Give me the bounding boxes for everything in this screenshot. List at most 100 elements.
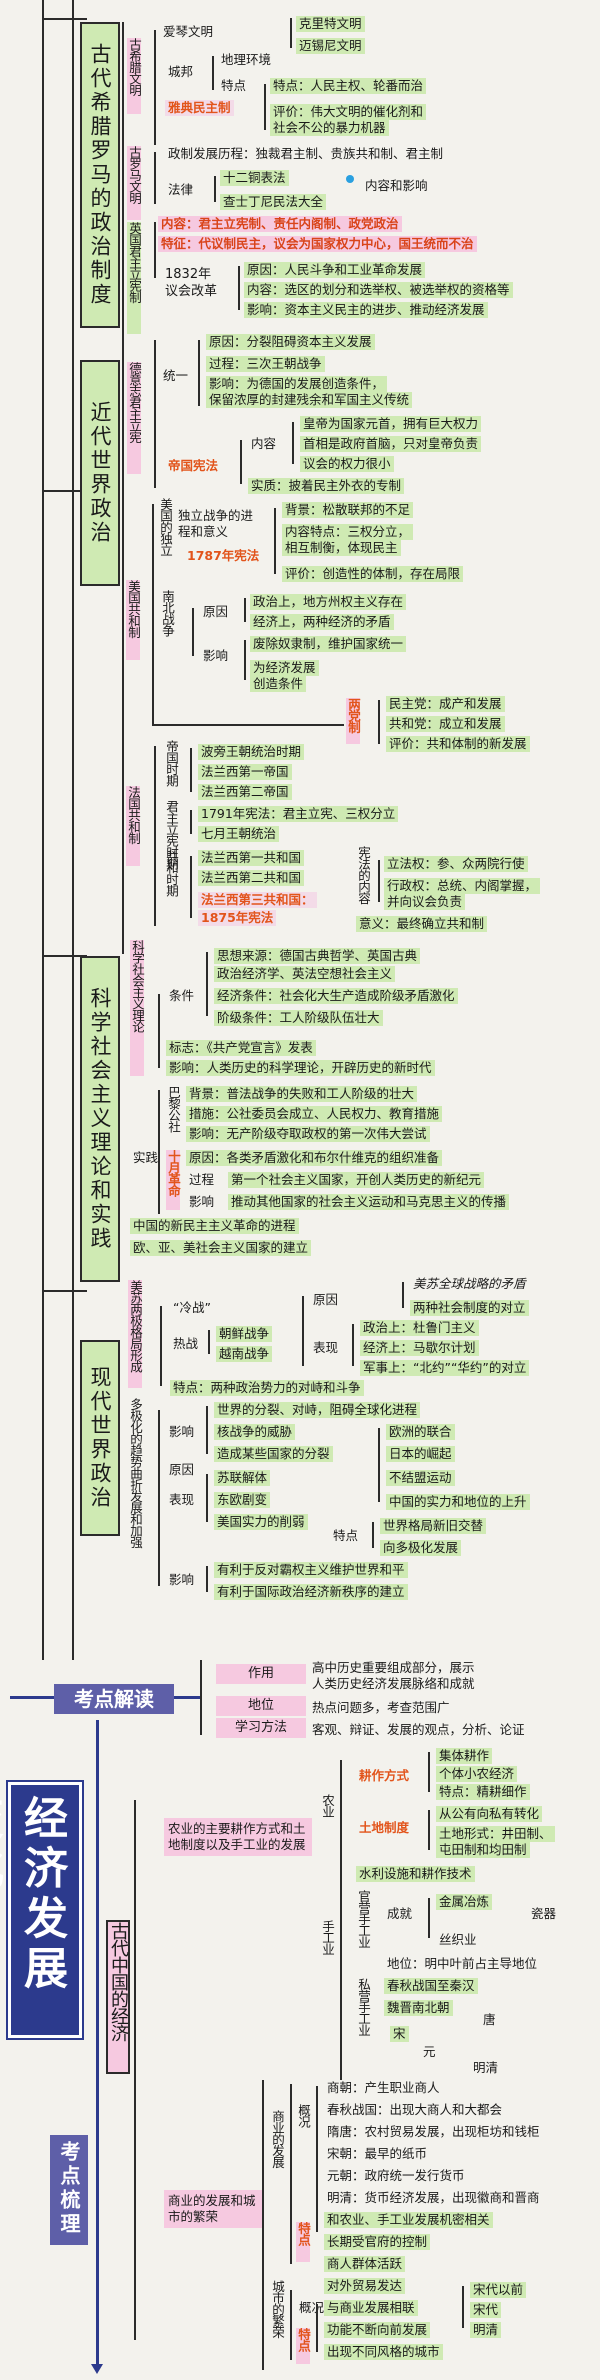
cont-mil: 军事上：“北约”“华约”的对立 xyxy=(360,1360,530,1376)
france-bourbon: 波旁王朝统治时期 xyxy=(198,744,305,760)
rome-twelve: 十二铜表法 xyxy=(220,170,289,186)
france-exec-1: 行政权：总统、内阁掌握， xyxy=(384,878,541,894)
exam-role-tab: 作用 xyxy=(216,1664,306,1684)
cont-e1: 苏联解体 xyxy=(214,1470,271,1486)
greek-polis: 城邦 xyxy=(168,64,194,79)
usa-eval: 评价：创造性的体制，存在局限 xyxy=(282,566,464,582)
econ-outline: 考点梳理 xyxy=(50,2135,88,2245)
econ-overview: 概况 xyxy=(296,2104,311,2127)
rome-label: 古罗马文明 xyxy=(127,146,142,220)
germany-cause: 原因：分裂阻碍资本主义发展 xyxy=(206,334,375,350)
greek-mycenae: 迈锡尼文明 xyxy=(296,38,365,54)
soc-theory-label: 科学社会主义理论 xyxy=(130,940,145,1076)
france-c1875: 1875年宪法 xyxy=(198,910,277,926)
exam-role-2: 人类历史经济发展脉络和成就 xyxy=(312,1676,475,1691)
france-first-empire: 法兰西第一帝国 xyxy=(198,764,292,780)
econ-t3: 商人群体活跃 xyxy=(324,2256,406,2272)
exam-title: 考点解读 xyxy=(54,1684,174,1714)
econ-tang: 唐 xyxy=(483,2012,496,2027)
econ-mingqing-2: 明清 xyxy=(470,2322,502,2338)
greek-aegean: 爱琴文明 xyxy=(163,24,214,39)
france-revolution: 帝国时期 xyxy=(164,740,179,786)
econ-spine xyxy=(96,1720,99,2370)
france-legis: 立法权：参、众两院行使 xyxy=(384,856,528,872)
econ-agri-box: 农业的主要耕作方式和土地制度以及手工业的发展 xyxy=(164,1818,312,1856)
greek-crete: 克里特文明 xyxy=(296,16,365,32)
cont-influence: 影响 xyxy=(169,1424,195,1439)
usa-war-process: 独立战争的进程和意义 xyxy=(178,508,254,539)
econ-commerce-box: 商业的发展和城市的繁荣 xyxy=(164,2190,262,2228)
rome-course: 政制发展历程：独裁君主制、贵族共和制、君主制 xyxy=(168,146,444,161)
cont-f2: 向多极化发展 xyxy=(380,1540,462,1556)
britain-cause: 原因：人民斗争和工业革命发展 xyxy=(244,262,426,278)
usa-parties: 两党制 xyxy=(346,698,361,744)
cont-coldwar: “冷战” xyxy=(173,1300,211,1315)
econ-song: 宋 xyxy=(390,2026,409,2042)
econ-spring-2: 春秋战国：出现大商人和大都会 xyxy=(327,2102,503,2117)
cont-j1: 有利于反对霸权主义维护世界和平 xyxy=(214,1562,408,1578)
cont-r2: 日本的崛起 xyxy=(386,1446,455,1462)
soc-thought: 思想来源：德国古典哲学、英国古典 xyxy=(214,948,421,964)
cont-influence-2: 影响 xyxy=(169,1572,195,1587)
germany-constitution: 帝国宪法 xyxy=(168,458,219,473)
soc-p-impact: 影响：无产阶级夺取政权的第一次伟大尝试 xyxy=(186,1126,430,1142)
france-republic: 共和时期 xyxy=(164,850,179,896)
usa-label: 美国共和制 xyxy=(126,580,141,660)
econ-water: 水利设施和耕作技术 xyxy=(356,1866,475,1882)
france-transition: 君主立宪时期 xyxy=(164,800,179,869)
cont-vietnam: 越南战争 xyxy=(216,1346,273,1362)
rome-justinian: 查士丁尼民法大全 xyxy=(220,194,327,210)
cont-trait: 特点：两种政治势力的对峙和斗争 xyxy=(170,1380,364,1396)
greek-traits-label: 特点 xyxy=(221,78,247,93)
econ-handicraft: 手工业 xyxy=(320,1920,335,1955)
exam-method: 客观、辩证、发展的观点，分析、论证 xyxy=(312,1722,525,1737)
econ-l1: 从公有向私有转化 xyxy=(436,1806,543,1822)
econ-wei: 魏晋南北朝 xyxy=(384,2000,453,2016)
econ-yuandy: 元朝：政府统一发行货币 xyxy=(327,2168,465,2183)
econ-city-trait: 特点 xyxy=(296,2328,311,2364)
econ-ct3: 出现不同风格的城市 xyxy=(324,2344,443,2360)
econ-trait: 特点 xyxy=(296,2222,311,2262)
soc-sign: 标志：《共产党宣言》发表 xyxy=(166,1040,316,1056)
cont-e2: 东欧剧变 xyxy=(214,1492,271,1508)
spine-line xyxy=(42,0,44,1660)
france-c1791: 1791年宪法：君主立宪、三权分立 xyxy=(198,806,399,822)
usa-politic: 政治上，地方州权主义存在 xyxy=(250,594,407,610)
soc-o-process: 过程 xyxy=(189,1172,215,1187)
soc-o-first: 第一个社会主义国家，开创人类历史的新纪元 xyxy=(228,1172,485,1188)
econ-f1: 集体耕作 xyxy=(436,1748,493,1764)
germany-impact-1: 影响：为德国的发展创造条件， xyxy=(206,376,388,392)
econ-f2: 个体小农经济 xyxy=(436,1766,518,1782)
greek-traits: 特点：人民主权、轮番而治 xyxy=(270,78,427,94)
soc-economy: 经济条件：社会化大生产造成阶级矛盾激化 xyxy=(214,988,458,1004)
rome-law: 法律 xyxy=(168,182,194,197)
usa-independence: 美国的独立 xyxy=(158,498,173,556)
france-first-rep: 法兰西第一共和国 xyxy=(198,850,305,866)
soc-o-impact: 推动其他国家的社会主义运动和马克思主义的传播 xyxy=(228,1194,510,1210)
usa-econ: 经济上，两种经济的矛盾 xyxy=(250,614,394,630)
cont-pol: 政治上：杜鲁门主义 xyxy=(360,1320,479,1336)
usa-p-eval: 评价：共和体制的新发展 xyxy=(386,736,530,752)
cont-i1: 世界的分裂、对峙，阻碍全球化进程 xyxy=(214,1402,421,1418)
usa-rep: 共和党：成立和发展 xyxy=(386,716,505,732)
germany-content: 内容 xyxy=(251,436,277,451)
econ-city-over: 概况 xyxy=(299,2300,325,2315)
econ-spine-arrow xyxy=(91,2364,103,2374)
greek-label: 古希腊文明 xyxy=(127,38,142,114)
cont-r1: 欧洲的联合 xyxy=(386,1424,455,1440)
greek-athens-dem: 雅典民主制 xyxy=(165,100,234,116)
britain-features: 特征：代议制民主，议会为国家权力中心，国王统而不治 xyxy=(158,236,477,252)
soc-euro: 欧、亚、美社会主义国家的建立 xyxy=(130,1240,312,1256)
econ-ct2: 功能不断向前发展 xyxy=(324,2322,431,2338)
cont-hotwar: 热战 xyxy=(173,1336,199,1351)
econ-l2: 土地形式：井田制、 xyxy=(436,1826,555,1842)
usa-econ-cond-2: 创造条件 xyxy=(250,676,307,692)
econ-big-title: 经济发展变化 xyxy=(0,1780,84,2040)
cont-c1: 美苏全球战略的矛盾 xyxy=(413,1276,526,1291)
usa-reason: 原因 xyxy=(203,604,229,619)
cont-reason: 原因 xyxy=(169,1462,195,1477)
cont-multi: 多极化的趋势曲折发展和加强 xyxy=(128,1398,143,1548)
soc-thought-2: 政治经济学、英法空想社会主义 xyxy=(214,966,396,982)
usa-content-1: 内容特点：三权分立， xyxy=(282,524,414,540)
soc-paris: 巴黎公社 xyxy=(166,1086,181,1132)
